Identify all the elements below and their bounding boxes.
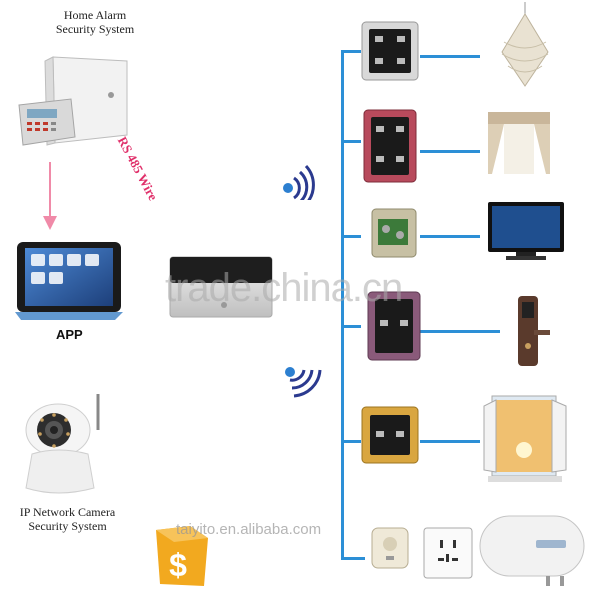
alarm-label: Home Alarm Security System [40,8,150,36]
watermark-main: trade.china.cn [165,266,402,311]
connector-line [420,235,480,238]
connector-line [420,55,480,58]
bus-branch [341,325,361,328]
rs485-wire-label: RS 485 Wire [114,134,161,203]
curtain-image [486,110,552,176]
svg-text:$: $ [169,547,187,583]
camera-label-line2: Security System [5,519,130,533]
connector-line [420,150,480,153]
down-arrow-icon [42,162,58,232]
bus-branch [341,235,361,238]
door-lock-image [506,290,552,370]
camera-label-line1: IP Network Camera [5,505,130,519]
touch-switch-red [362,108,418,184]
water-heater-image [476,510,588,590]
window-image [482,392,568,486]
chandelier-image [490,2,560,90]
bus-branch [341,557,365,560]
alarm-label-line2: Security System [40,22,150,36]
ip-camera-image [18,390,118,500]
touch-switch-gold [360,405,420,465]
connector-line [420,330,500,333]
bus-branch [341,50,361,53]
tablet-image [15,240,125,320]
bus-branch [341,440,361,443]
touch-switch-silver [360,20,420,82]
connector-line [420,440,480,443]
alarm-panel-image [15,55,135,150]
camera-label: IP Network Camera Security System [5,505,130,533]
plug-adapter-image [366,524,416,574]
alarm-label-line1: Home Alarm [40,8,150,22]
bus-branch [341,140,361,143]
app-label: APP [56,327,83,342]
tv-image [486,198,566,266]
switch-module [368,205,420,261]
watermark-brand: taiyito.en.alibaba.com [176,521,321,538]
wifi-signal-icon [278,160,318,200]
wifi-signal-icon [282,362,322,402]
wall-socket-image [422,526,474,580]
